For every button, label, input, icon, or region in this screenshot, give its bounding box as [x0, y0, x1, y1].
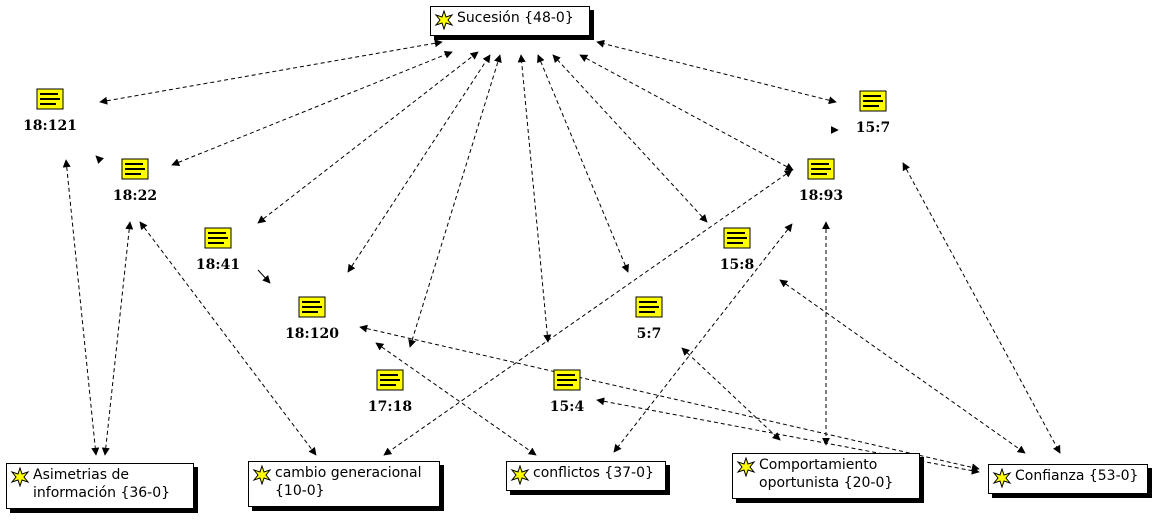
quotation-label: 18:22: [112, 188, 158, 204]
quotation-label: 18:93: [798, 188, 844, 204]
quotation-note-icon: [859, 90, 887, 112]
quotation-note-icon: [121, 158, 149, 180]
code-conflictos[interactable]: conflictos {37-0}: [506, 461, 666, 491]
code-label: Asimetrias de información {36-0}: [33, 467, 171, 501]
quotation-label: 15:4: [549, 399, 585, 415]
link-line[interactable]: [408, 54, 502, 348]
code-star-icon: [252, 465, 272, 485]
quotation-note-icon: [36, 88, 64, 110]
link-line[interactable]: [579, 54, 794, 171]
link-line[interactable]: [257, 51, 479, 224]
code-star-icon: [992, 468, 1012, 488]
quotation-label: 15:7: [855, 120, 891, 136]
code-label: Comportamiento oportunista {20-0}: [759, 457, 894, 491]
link-line[interactable]: [517, 54, 552, 343]
quotation-15-8[interactable]: 15:8: [707, 227, 767, 287]
quotation-note-icon: [807, 158, 835, 180]
quotation-15-4[interactable]: 15:4: [537, 369, 597, 429]
link-line[interactable]: [681, 347, 781, 441]
quotation-18-22[interactable]: 18:22: [105, 158, 165, 218]
quotation-18-93[interactable]: 18:93: [791, 158, 851, 218]
link-line[interactable]: [171, 50, 453, 167]
quotation-note-icon: [204, 227, 232, 249]
code-star-icon: [736, 457, 756, 477]
code-sucesion[interactable]: Sucesión {48-0}: [430, 6, 590, 36]
quotation-note-icon: [723, 227, 751, 249]
code-star-icon: [434, 10, 454, 30]
code-label: conflictos {37-0}: [533, 465, 654, 481]
link-line[interactable]: [101, 221, 134, 456]
quotation-label: 18:120: [285, 326, 339, 342]
quotation-15-7[interactable]: 15:7: [843, 90, 903, 150]
code-asimetrias[interactable]: Asimetrias de información {36-0}: [6, 463, 194, 509]
code-label: cambio generacional {10-0}: [275, 465, 422, 499]
quotation-5-7[interactable]: 5:7: [619, 296, 679, 356]
quotation-18-120[interactable]: 18:120: [282, 296, 342, 356]
code-cambio-generacional[interactable]: cambio generacional {10-0}: [248, 461, 440, 507]
quotation-18-41[interactable]: 18:41: [188, 227, 248, 287]
link-line[interactable]: [375, 342, 537, 456]
code-confianza[interactable]: Confianza {53-0}: [988, 464, 1148, 494]
quotation-label: 5:7: [636, 326, 662, 342]
quotation-label: 18:121: [23, 118, 77, 134]
quotation-label: 17:18: [367, 399, 413, 415]
quotation-note-icon: [298, 296, 326, 318]
quotation-18-121[interactable]: 18:121: [20, 88, 80, 148]
code-label: Sucesión {48-0}: [457, 10, 574, 26]
link-line[interactable]: [779, 279, 1026, 454]
link-line[interactable]: [99, 39, 443, 105]
code-comportamiento-oportunista[interactable]: Comportamiento oportunista {20-0}: [732, 453, 920, 499]
code-star-icon: [10, 467, 30, 487]
quotation-note-icon: [376, 369, 404, 391]
code-label: Confianza {53-0}: [1015, 468, 1139, 484]
quotation-note-icon: [553, 369, 581, 391]
link-arrowhead: [257, 269, 271, 284]
quotation-label: 18:41: [195, 257, 241, 273]
quotation-label: 15:8: [719, 257, 755, 273]
link-line[interactable]: [596, 39, 837, 105]
link-arrowhead: [95, 155, 104, 164]
code-star-icon: [510, 465, 530, 485]
link-line[interactable]: [552, 54, 708, 223]
quotation-17-18[interactable]: 17:18: [360, 369, 420, 429]
quotation-note-icon: [635, 296, 663, 318]
link-line[interactable]: [347, 54, 491, 273]
link-line[interactable]: [902, 162, 1061, 454]
link-line[interactable]: [62, 159, 100, 456]
